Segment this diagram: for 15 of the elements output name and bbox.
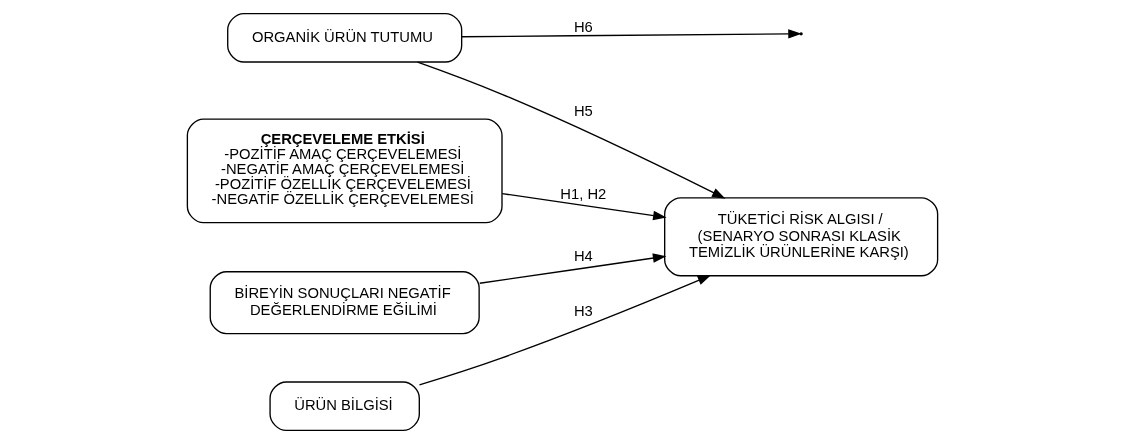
edge-label: H1, H2 xyxy=(559,185,606,202)
node-box: BİREYİN SONUÇLARI NEGATİF DEĞERLENDİRME EĞİLİMİ xyxy=(209,271,480,335)
node-box: TÜKETİCİ RİSK ALGISI / (SENARYO SONRASI KLASİK TEMİZLİK ÜRÜNLERİNE KARŞI) xyxy=(663,197,938,277)
node-box: ORGANİK ÜRÜN TUTUMU xyxy=(226,12,462,63)
edge-label: H4 xyxy=(573,247,593,264)
edge-label: H5 xyxy=(573,102,593,119)
node-box: ÇERÇEVELEME ETKİSİ -POZİTİF AMAÇ ÇERÇEVELEMESİ -NEGATİF AMAÇ ÇERÇEVELEMESİ -POZİTİF ÖZELLİK ÇERÇEVELEMESİ -NEGATİF ÖZELLİK ÇERÇEVELEMESİ xyxy=(186,118,503,224)
edge-label: H3 xyxy=(573,302,593,319)
arrow xyxy=(460,29,802,39)
arrow xyxy=(418,275,711,386)
arrow xyxy=(478,253,666,284)
node-box: ÜRÜN BİLGİSİ xyxy=(268,381,420,432)
edge-label: H6 xyxy=(573,19,593,36)
arrow xyxy=(501,192,667,221)
arrow xyxy=(416,61,725,199)
